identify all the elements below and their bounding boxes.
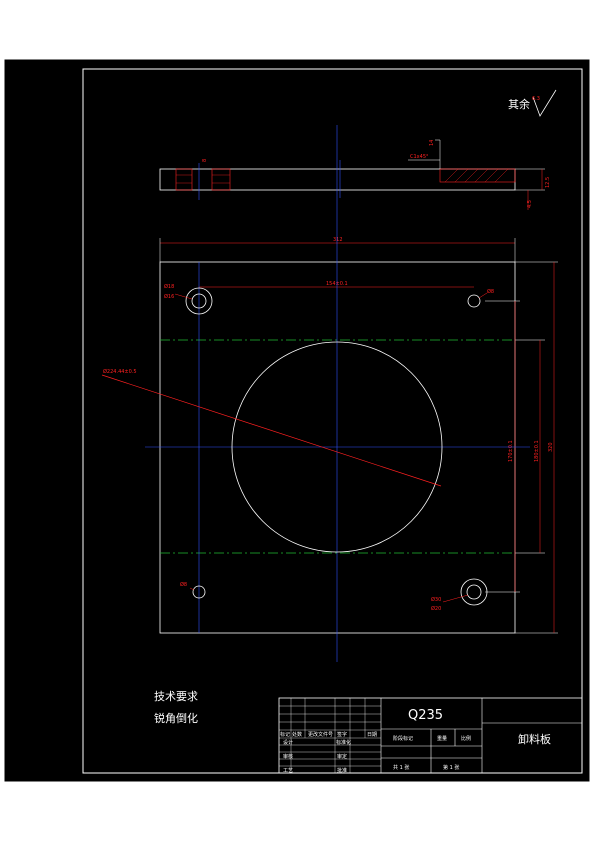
side-hole-dim: 8 xyxy=(202,159,208,162)
role-process: 工艺 xyxy=(283,768,293,774)
roughness-symbol: 其余 6.3 xyxy=(508,89,557,117)
title-block: Q235 卸料板 标记 处数 更改文件号 签字 日期 设计 审核 工艺 标准化 … xyxy=(278,697,583,774)
part-name: 卸料板 xyxy=(518,732,551,746)
header-date: 日期 xyxy=(367,732,377,738)
hole-br-outer-label: Ø30 xyxy=(431,596,441,603)
side-chamfer-dim: C1x45° xyxy=(410,154,429,160)
width-dim: 312 xyxy=(333,237,343,243)
outer-span-dim: 180±0.1 xyxy=(534,440,540,462)
header-count: 处数 xyxy=(292,731,302,738)
side-thickness-dim: 12.5 xyxy=(545,177,551,188)
stage-label: 阶段标记 xyxy=(393,735,413,742)
role-design: 设计 xyxy=(283,739,293,746)
scale-label: 比例 xyxy=(461,735,471,742)
tech-req-item: 锐角倒化 xyxy=(154,711,198,725)
roughness-value: 6.3 xyxy=(532,96,540,102)
hole-tr-label: Ø8 xyxy=(487,288,494,295)
height-dim: 320 xyxy=(548,442,554,452)
tech-req-title: 技术要求 xyxy=(154,690,198,703)
hole-tl-inner-label: Ø16 xyxy=(164,293,174,300)
hole-bl-label: Ø8 xyxy=(180,581,187,588)
header-sign: 签字 xyxy=(337,731,347,738)
side-step-dim: 4.5 xyxy=(527,200,533,208)
side-depth-dim: 14 xyxy=(429,140,435,146)
approval-check: 审定 xyxy=(337,753,347,760)
sheets-total: 共 1 张 xyxy=(393,764,409,771)
top-view: 312 320 180±0.1 170±0.1 154±0.1 Ø224.44±… xyxy=(101,125,558,662)
drawing-canvas xyxy=(3,58,591,783)
approval-final: 批准 xyxy=(337,767,347,774)
weight-label: 重量 xyxy=(437,735,447,742)
bore-dim: Ø224.44±0.5 xyxy=(103,368,137,375)
inner-span-dim: 170±0.1 xyxy=(508,440,514,462)
hole-br-inner-label: Ø20 xyxy=(431,605,441,612)
approval-standard: 标准化 xyxy=(336,739,351,746)
header-change-doc: 更改文件号 xyxy=(308,731,333,738)
role-review: 审核 xyxy=(283,753,293,760)
roughness-label: 其余 xyxy=(508,97,530,111)
sheet-number: 第 1 张 xyxy=(443,764,459,771)
material-label: Q235 xyxy=(408,708,443,723)
side-view: 8 14 C1x45° 12.5 4.5 xyxy=(159,140,551,210)
hole-tl-outer-label: Ø18 xyxy=(164,283,174,290)
header-mark: 标记 xyxy=(280,731,290,738)
